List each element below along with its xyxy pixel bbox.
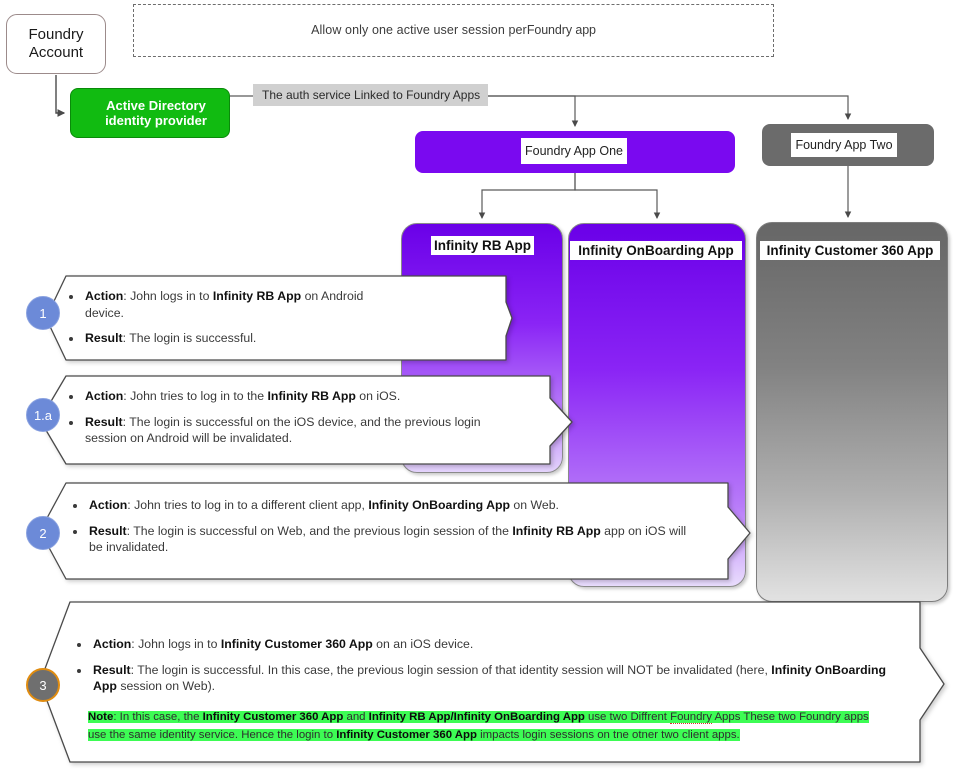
foundry-app-two-label: Foundry App Two (791, 133, 897, 157)
note-sep: : (113, 711, 120, 723)
step-3-action-bold: Infinity Customer 360 App (220, 637, 373, 651)
note-text-3: use two Diffrent (584, 711, 671, 723)
step-1-action: Action: John logs in to Infinity RB App … (83, 288, 401, 321)
note-text-4: These two Foundry apps use the same iden… (88, 711, 869, 741)
step-badge-1a: 1.a (26, 398, 60, 432)
note-highlight-block: Note: In this case, the Infinity Custome… (88, 709, 888, 744)
step-1a-action-bold: Infinity RB App (267, 389, 356, 403)
step-2-action-bold: Infinity OnBoarding App (368, 498, 510, 512)
step-1a-action: Action: John tries to log in to the Infi… (83, 388, 518, 405)
policy-note-part-b: Foundry app (526, 23, 596, 37)
callout-text-step-3: Action: John logs in to Infinity Custome… (74, 636, 894, 695)
step-3-action-pre: John logs in to (138, 637, 221, 651)
client-app-label-infinity-rb: Infinity RB App (431, 236, 534, 255)
step-2-result-label: Result (89, 523, 127, 538)
step-2-action-post: on Web. (509, 498, 559, 512)
policy-note-part-a: Allow only one active user session per (311, 23, 527, 37)
callout-text-step-1a: Action: John tries to log in to the Infi… (66, 388, 518, 447)
step-badge-1: 1 (26, 296, 60, 330)
step-1-action-sep: : (123, 289, 131, 303)
client-app-label-infinity-customer-360: Infinity Customer 360 App (760, 241, 940, 260)
step-3-action-sep: : (131, 637, 139, 651)
policy-note-text: Allow only one active user session perFo… (134, 23, 773, 37)
step-3-result-sep: : (130, 662, 138, 677)
step-3-action: Action: John logs in to Infinity Custome… (91, 636, 894, 653)
step-2-result-pre: The login is successful on Web, and the … (133, 523, 513, 538)
step-1a-result-sep: : (122, 414, 130, 429)
foundry-account-node: Foundry Account (6, 14, 106, 74)
client-app-label-infinity-onboarding: Infinity OnBoarding App (570, 241, 742, 260)
step-2-action: Action: John tries to log in to a differ… (87, 497, 700, 514)
note-bold-2: Infinity RB App/Infinity OnBoarding App (368, 711, 585, 723)
step-3-result-post: session on Web). (116, 679, 216, 694)
note-bold-3: Infinity Customer 360 App (336, 728, 477, 741)
step-badge-2: 2 (26, 516, 60, 550)
step-1a-action-sep: : (123, 389, 131, 403)
step-1a-action-post: on iOS. (355, 389, 401, 403)
callout-shape-step-1 (44, 274, 514, 362)
active-directory-node: Active Directory identity provider (70, 88, 230, 138)
step-1-result-sep: : (122, 331, 130, 346)
step-1-result: Result: The login is successful. (83, 330, 401, 347)
note-text-1: In this case, the (119, 711, 203, 723)
step-3-result-bold: Infinity OnBoarding App (93, 662, 887, 694)
step-1a-result-text: The login is successful on the iOS devic… (85, 414, 481, 446)
step-3-result: Result: The login is successful. In this… (91, 662, 894, 695)
active-directory-label-line2: identity provider (105, 113, 207, 128)
step-1a-action-label: Action (85, 389, 124, 403)
step-3-result-label: Result (93, 662, 131, 677)
step-3-result-pre: The login is successful. In this case, t… (137, 662, 772, 677)
step-2-action-pre: John tries to log in to a different clie… (134, 498, 369, 512)
step-1-action-label: Action (85, 289, 124, 303)
step-2-result-bold: Infinity RB App (512, 523, 601, 538)
foundry-account-label-line1: Foundry (28, 25, 84, 43)
active-directory-label: Active Directory identity provider (93, 98, 207, 129)
step-1a-result: Result: The login is successful on the i… (83, 414, 518, 447)
policy-dashed-box: Allow only one active user session perFo… (133, 4, 774, 57)
note-bold-1: Infinity Customer 360 App (202, 711, 344, 723)
foundry-app-one-label: Foundry App One (521, 138, 627, 164)
note-text-5: impacts login sessions on tne otner two … (476, 728, 740, 741)
step-1a-result-label: Result (85, 414, 123, 429)
step-badge-3: 3 (26, 668, 60, 702)
note-text-3b: Foundry (670, 711, 712, 724)
step-2-result-post: app on iOS will be invalidated. (89, 523, 687, 555)
note-text-3c: Apps (711, 711, 741, 723)
callout-text-step-1: Action: John logs in to Infinity RB App … (66, 288, 401, 347)
foundry-account-label-line2: Account (28, 44, 84, 61)
step-3-action-label: Action (93, 637, 132, 651)
step-2-result: Result: The login is successful on Web, … (87, 523, 700, 556)
step-1-action-post: on Android device. (85, 289, 364, 320)
note-label: Note (88, 711, 114, 723)
callout-text-step-2: Action: John tries to log in to a differ… (70, 497, 700, 556)
note-text-2: and (343, 711, 369, 723)
step-1-result-text: The login is successful. (129, 331, 257, 346)
step-1-action-pre: John logs in to (130, 289, 213, 303)
step-3-action-post: on an iOS device. (372, 637, 474, 651)
step-1a-action-pre: John tries to log in to the (130, 389, 268, 403)
step-1-result-label: Result (85, 331, 123, 346)
step-2-action-label: Action (89, 498, 128, 512)
auth-service-label: The auth service Linked to Foundry Apps (253, 84, 488, 106)
step-2-action-sep: : (127, 498, 135, 512)
step-2-result-sep: : (126, 523, 134, 538)
client-app-shape-infinity-customer-360 (756, 222, 948, 602)
active-directory-label-line1: Active Directory (106, 97, 206, 113)
step-1-action-bold: Infinity RB App (212, 289, 302, 303)
callout-shape-step-1a (38, 374, 578, 466)
